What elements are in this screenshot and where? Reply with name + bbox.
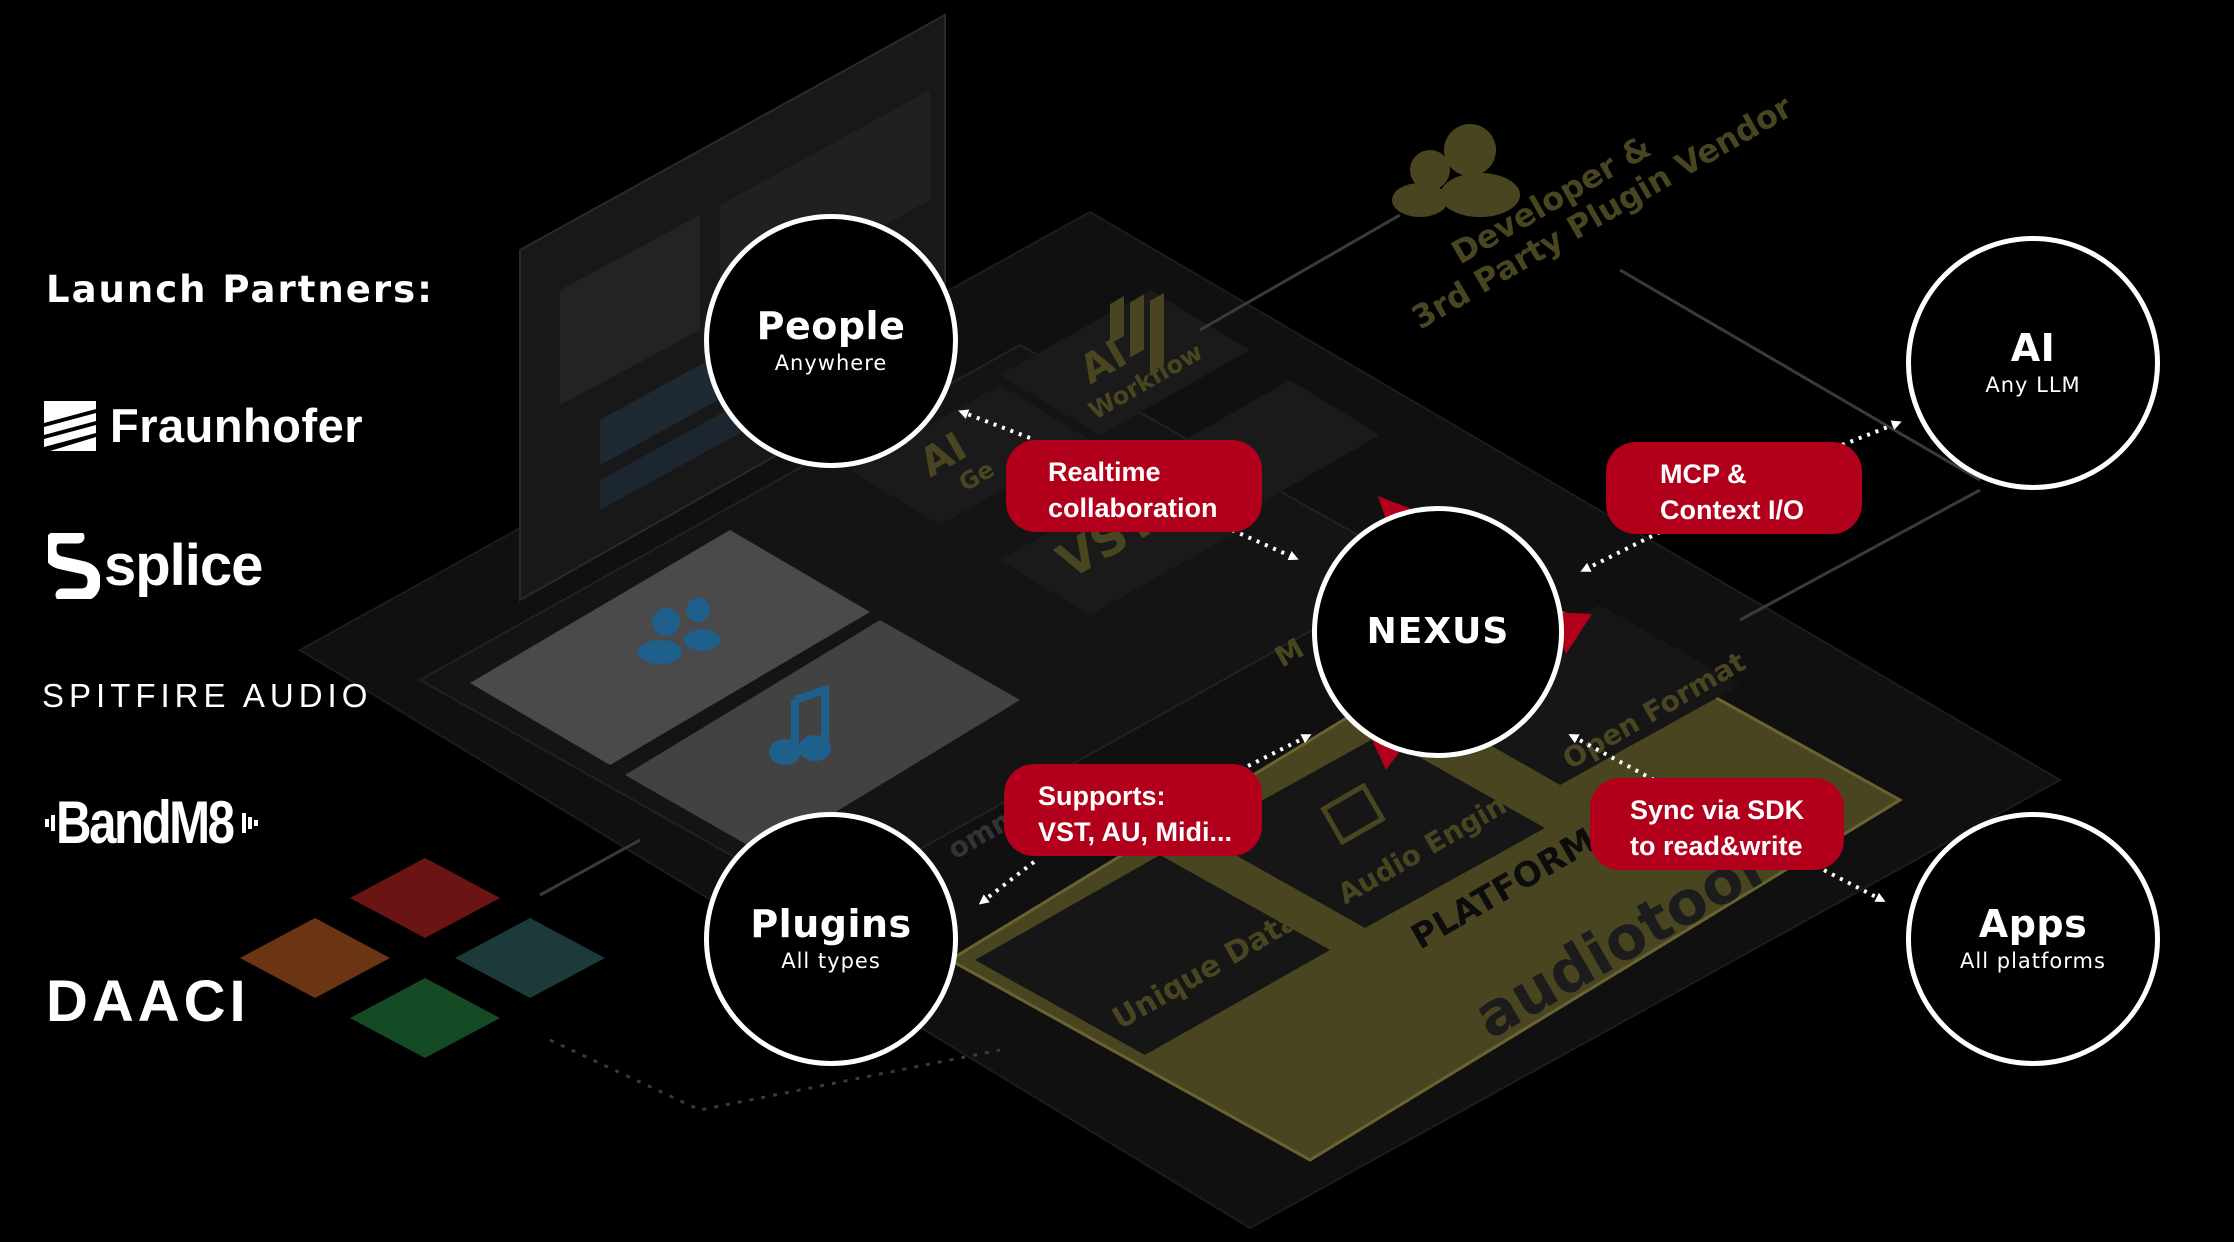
ai-node: AI Any LLM (1906, 236, 2160, 490)
mcp-line2: Context I/O (1660, 495, 1805, 525)
chip-icon (1320, 782, 1386, 846)
vendor-people-icon (1392, 124, 1520, 217)
daw-monitor-panel-1 (560, 215, 700, 405)
people-connector (958, 409, 1031, 440)
bandcamp-icon (455, 918, 605, 998)
ai-workflow-tile (1000, 290, 1250, 435)
nexus-node: NEXUS (1312, 506, 1564, 758)
ai-subtitle: Any LLM (1985, 372, 2081, 397)
realtime-collaboration-label: Realtime collaboration (1006, 440, 1262, 532)
apps-nexus-connector (1568, 734, 1655, 782)
bar-chart-icon (1110, 292, 1164, 374)
bandm8-right-wave-icon (242, 812, 259, 833)
plugins-nexus-connector (1239, 734, 1312, 772)
fraunhofer-mark-icon (44, 400, 96, 451)
soundcloud-icon (240, 918, 390, 998)
launch-partners-title: Launch Partners: (46, 268, 434, 311)
nexus-title: NEXUS (1366, 611, 1510, 653)
plugins-title: Plugins (750, 902, 912, 947)
ai-back-line (1619, 268, 1981, 482)
sync-line1: Sync via SDK (1630, 795, 1805, 825)
apps-subtitle: All platforms (1960, 948, 2106, 973)
sync-sdk-label: Sync via SDK to read&write (1590, 778, 1844, 870)
bandm8-logo-text: BandM8 (56, 789, 235, 856)
bandm8-logo: BandM8 (44, 788, 265, 857)
apps-node: Apps All platforms (1906, 812, 2160, 1066)
realtime-line2: collaboration (1048, 493, 1218, 523)
spitfire-audio-logo: SPITFIRE AUDIO (42, 677, 373, 714)
ai-title: AI (2010, 326, 2056, 371)
apps-back-line (1739, 488, 1981, 622)
splice-logo: splice (48, 532, 263, 599)
people-title: People (756, 304, 906, 349)
supports-formats-label: Supports: VST, AU, Midi... (1004, 764, 1262, 856)
fraunhofer-logo: Fraunhofer (44, 398, 363, 453)
people-nexus-connector (1231, 528, 1299, 561)
spotify-icon (350, 978, 500, 1058)
audio-engine-tile (1200, 735, 1545, 928)
sync-line2: to read&write (1630, 831, 1803, 861)
plugins-subtitle: All types (781, 948, 881, 973)
realtime-line1: Realtime (1048, 457, 1161, 487)
ai-nexus-connector (1580, 530, 1661, 572)
youtube-icon (350, 858, 500, 938)
people-card-icon (638, 598, 720, 664)
people-subtitle: Anywhere (774, 350, 888, 375)
supports-line1: Supports: (1038, 781, 1166, 811)
unique-data-tile (975, 855, 1330, 1055)
apps-connector (1815, 864, 1886, 902)
music-note-icon (769, 684, 831, 765)
vendor-arrow-line (1199, 213, 1401, 332)
people-node: People Anywhere (704, 214, 958, 468)
mcp-context-label: MCP & Context I/O (1606, 442, 1862, 534)
plugins-connector (978, 860, 1036, 905)
splice-mark-icon (48, 532, 100, 599)
ai-gen-tile (850, 385, 1090, 525)
fraunhofer-logo-text: Fraunhofer (110, 399, 364, 452)
plugins-node: Plugins All types (704, 812, 958, 1066)
mcp-line1: MCP & (1660, 459, 1747, 489)
streaming-back-line (539, 838, 641, 897)
supports-line2: VST, AU, Midi... (1038, 817, 1233, 847)
bandm8-left-wave-icon (45, 814, 55, 831)
ai-connector (1841, 420, 1902, 447)
apps-title: Apps (1978, 902, 2088, 947)
splice-logo-text: splice (104, 533, 263, 598)
daaci-logo: DAACI (46, 969, 250, 1034)
